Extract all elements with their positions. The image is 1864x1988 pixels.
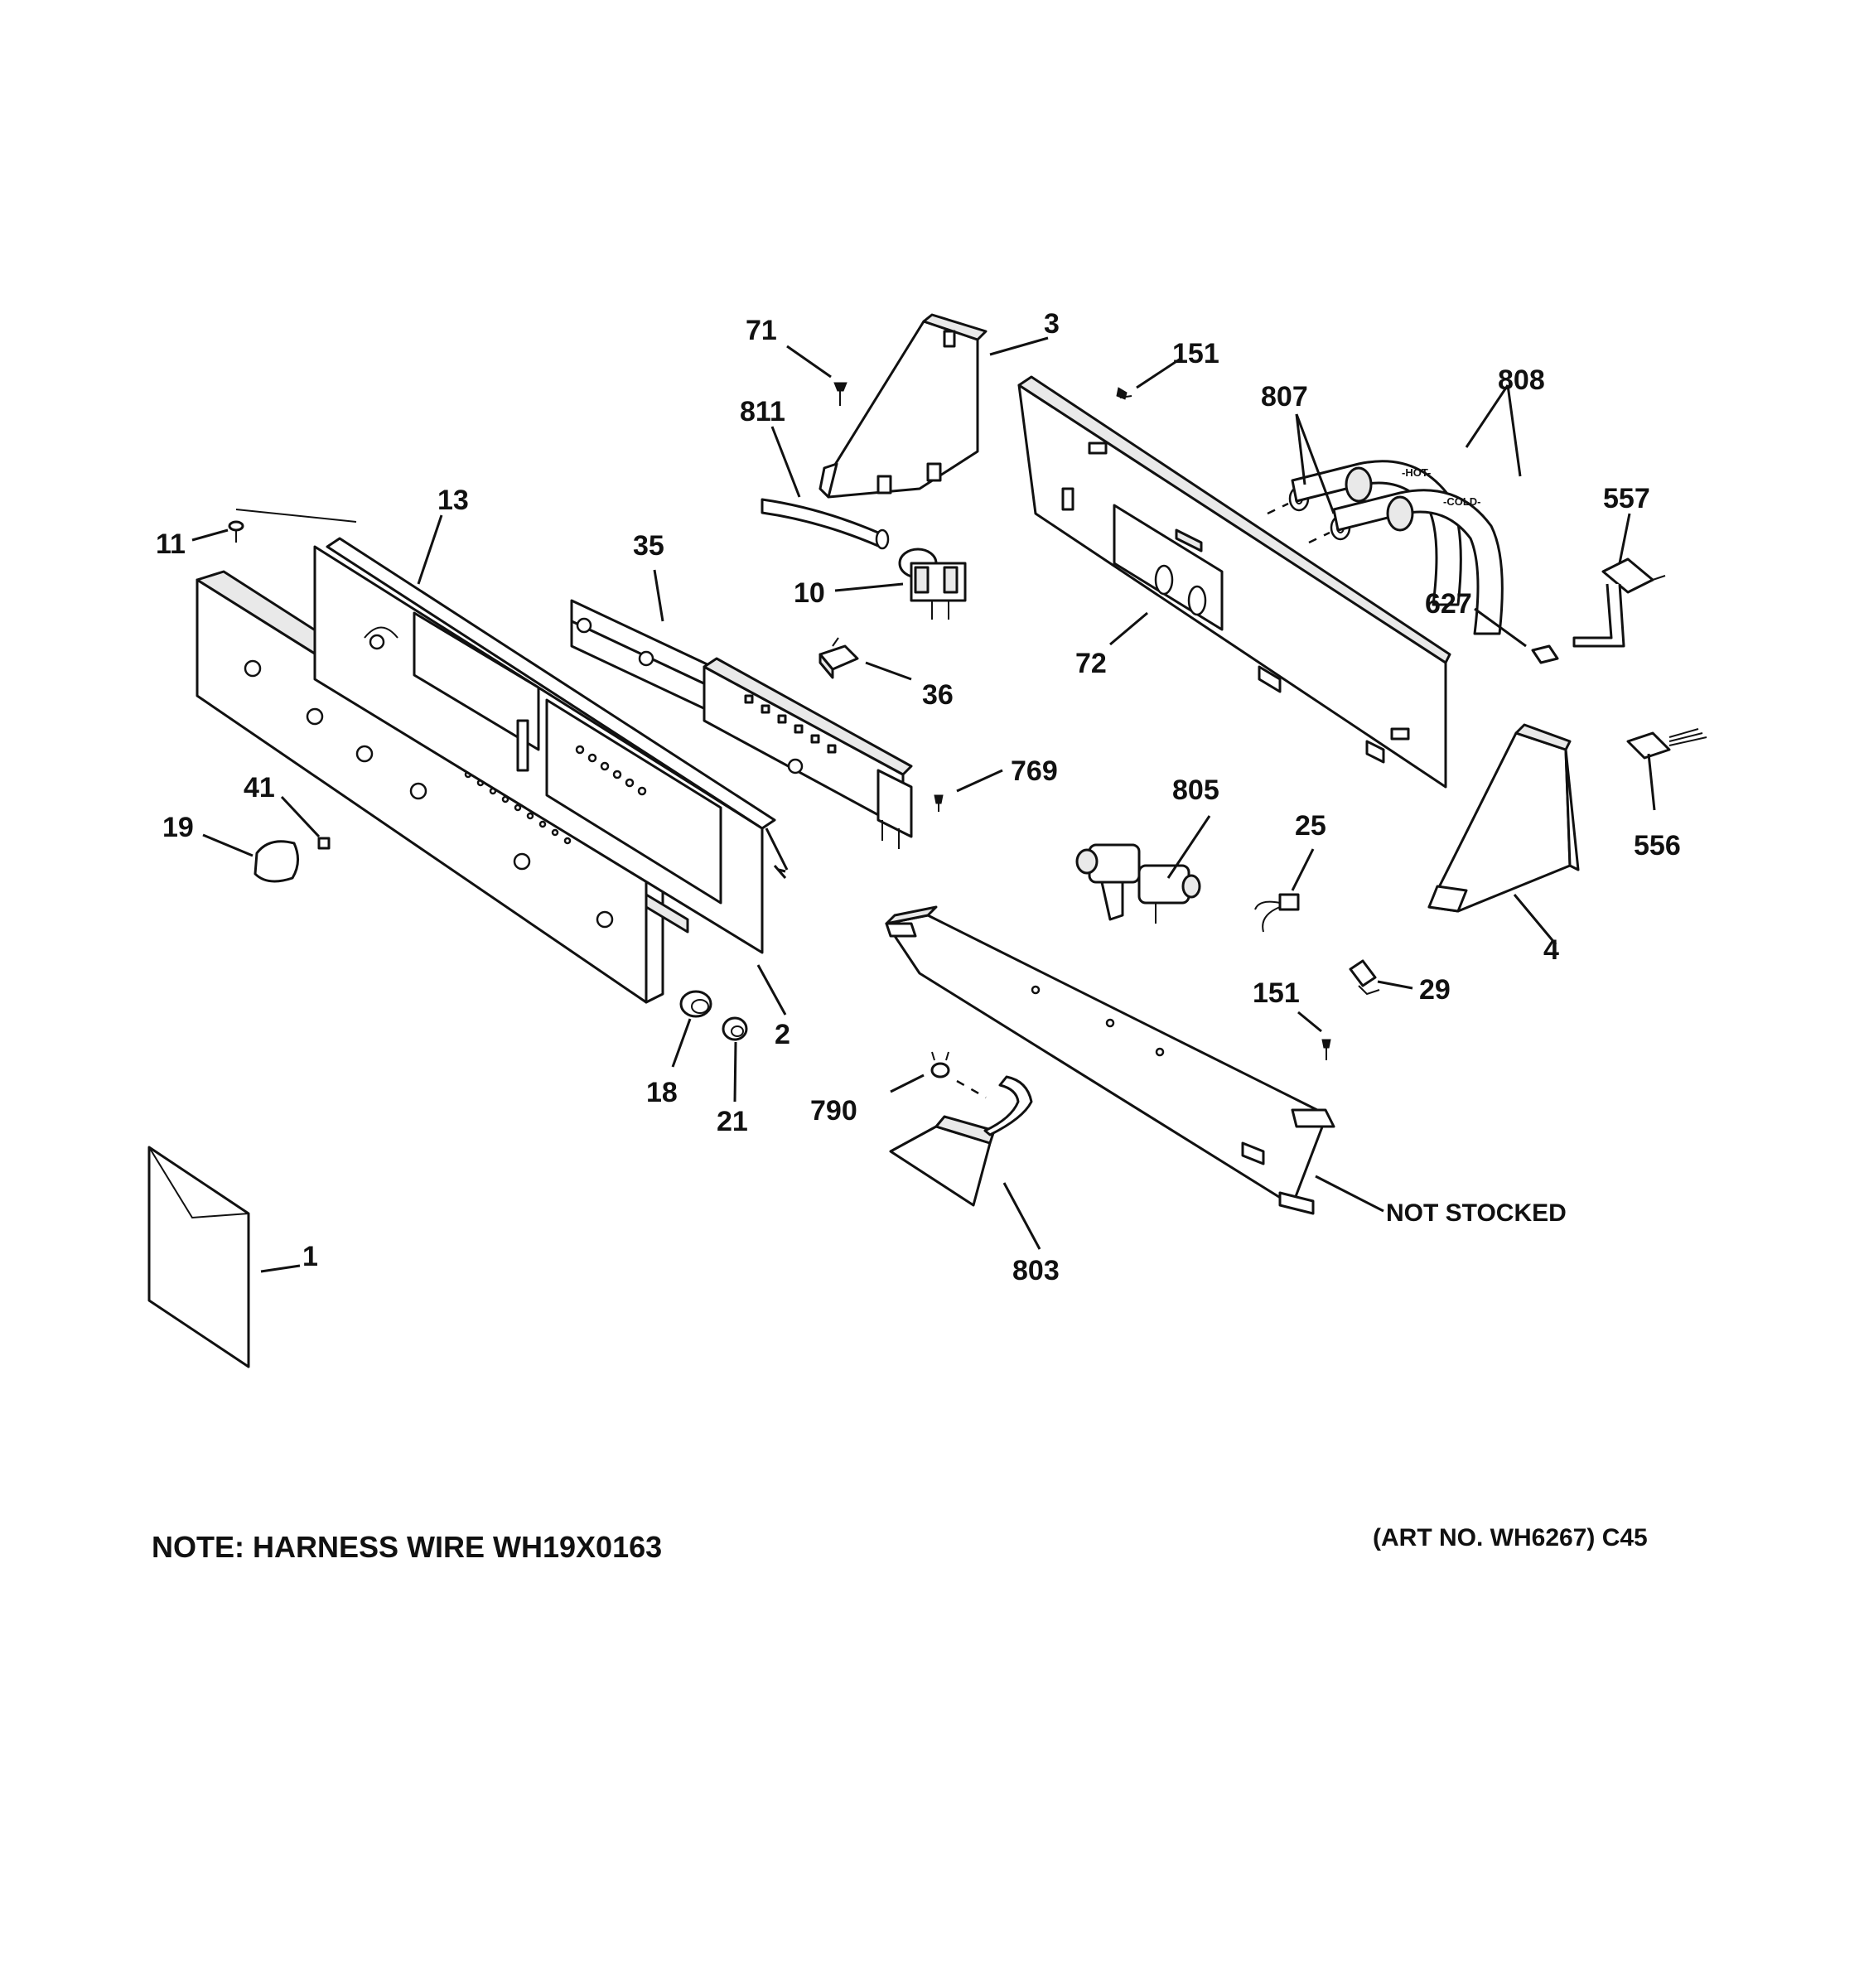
callout-11: 11 (156, 528, 186, 560)
part-35-control-board (570, 599, 913, 849)
part-36-connector (819, 637, 859, 679)
callout-72: 72 (1075, 648, 1107, 679)
callout-808: 808 (1498, 364, 1545, 396)
part-19-knob (254, 840, 299, 883)
part-557-power-cord (1572, 557, 1666, 648)
not-stocked-tray (885, 905, 1335, 1215)
art-number: (ART NO. WH6267) C45 (1373, 1524, 1648, 1551)
harness-wire-note: NOTE: HARNESS WIRE WH19X0163 (152, 1530, 662, 1564)
callout-4: 4 (1543, 934, 1559, 966)
part-18-button (679, 990, 712, 1018)
hose-label-hot: -HOT- (1402, 466, 1431, 479)
callout-811: 811 (740, 396, 785, 427)
callout-not-stocked: NOT STOCKED (1386, 1199, 1567, 1227)
part-21-button (722, 1016, 748, 1041)
part-151-screw-top (1116, 387, 1132, 400)
callout-151-top: 151 (1172, 338, 1219, 369)
callout-36: 36 (922, 679, 954, 711)
callout-1: 1 (302, 1241, 318, 1272)
callout-805: 805 (1172, 774, 1219, 806)
part-11-screw (228, 520, 244, 543)
part-71-screw (833, 382, 847, 406)
part-1-literature-bag (147, 1146, 250, 1368)
callout-151-bottom: 151 (1253, 977, 1300, 1009)
part-3-end-cap-left (819, 313, 988, 499)
part-41-spring (317, 837, 331, 850)
callout-2: 2 (775, 1019, 790, 1050)
callout-71: 71 (746, 315, 777, 346)
hose-label-cold: -COLD- (1443, 495, 1481, 508)
part-805-inlet-valve (1075, 843, 1201, 924)
part-808-fill-hoses: -HOT- -COLD- (1291, 460, 1504, 635)
part-10-pressure-switch (898, 548, 967, 620)
part-803-inlet-assembly (889, 1075, 1033, 1207)
callout-769: 769 (1011, 755, 1058, 787)
callout-labels: 71 3 151 808 807 811 557 13 11 35 10 627… (156, 308, 1681, 1286)
callout-13: 13 (437, 485, 469, 516)
callout-21: 21 (717, 1106, 748, 1137)
callout-25: 25 (1295, 810, 1326, 842)
part-25-sensor (1254, 893, 1300, 933)
callout-19: 19 (162, 812, 194, 843)
callout-3: 3 (1044, 308, 1060, 340)
part-811-hose-end (875, 528, 890, 550)
part-556-terminal-block (1626, 728, 1707, 760)
callout-807: 807 (1261, 381, 1308, 413)
part-627-clip (1531, 644, 1559, 664)
leader-lines (191, 336, 1656, 1273)
part-29-clip (1349, 959, 1380, 996)
part-790-hose-clamp (930, 1051, 987, 1099)
harness-wire-line (235, 509, 357, 523)
part-72-back-panel (1017, 375, 1451, 789)
callout-556: 556 (1634, 830, 1681, 861)
part-4-end-cap-right (1427, 723, 1580, 913)
part-151-screw-bottom (1321, 1039, 1331, 1060)
callout-18: 18 (646, 1077, 678, 1108)
part-769-screw (934, 794, 944, 812)
callout-803: 803 (1012, 1255, 1060, 1286)
callout-35: 35 (633, 530, 664, 562)
callout-557: 557 (1603, 483, 1650, 514)
callout-627: 627 (1425, 588, 1472, 620)
part-811-pressure-hose (761, 498, 880, 548)
callout-29: 29 (1419, 974, 1451, 1006)
callout-10: 10 (794, 577, 825, 609)
callout-41: 41 (244, 772, 275, 803)
part-13-panel-frame (313, 537, 776, 954)
callout-790: 790 (810, 1095, 857, 1127)
